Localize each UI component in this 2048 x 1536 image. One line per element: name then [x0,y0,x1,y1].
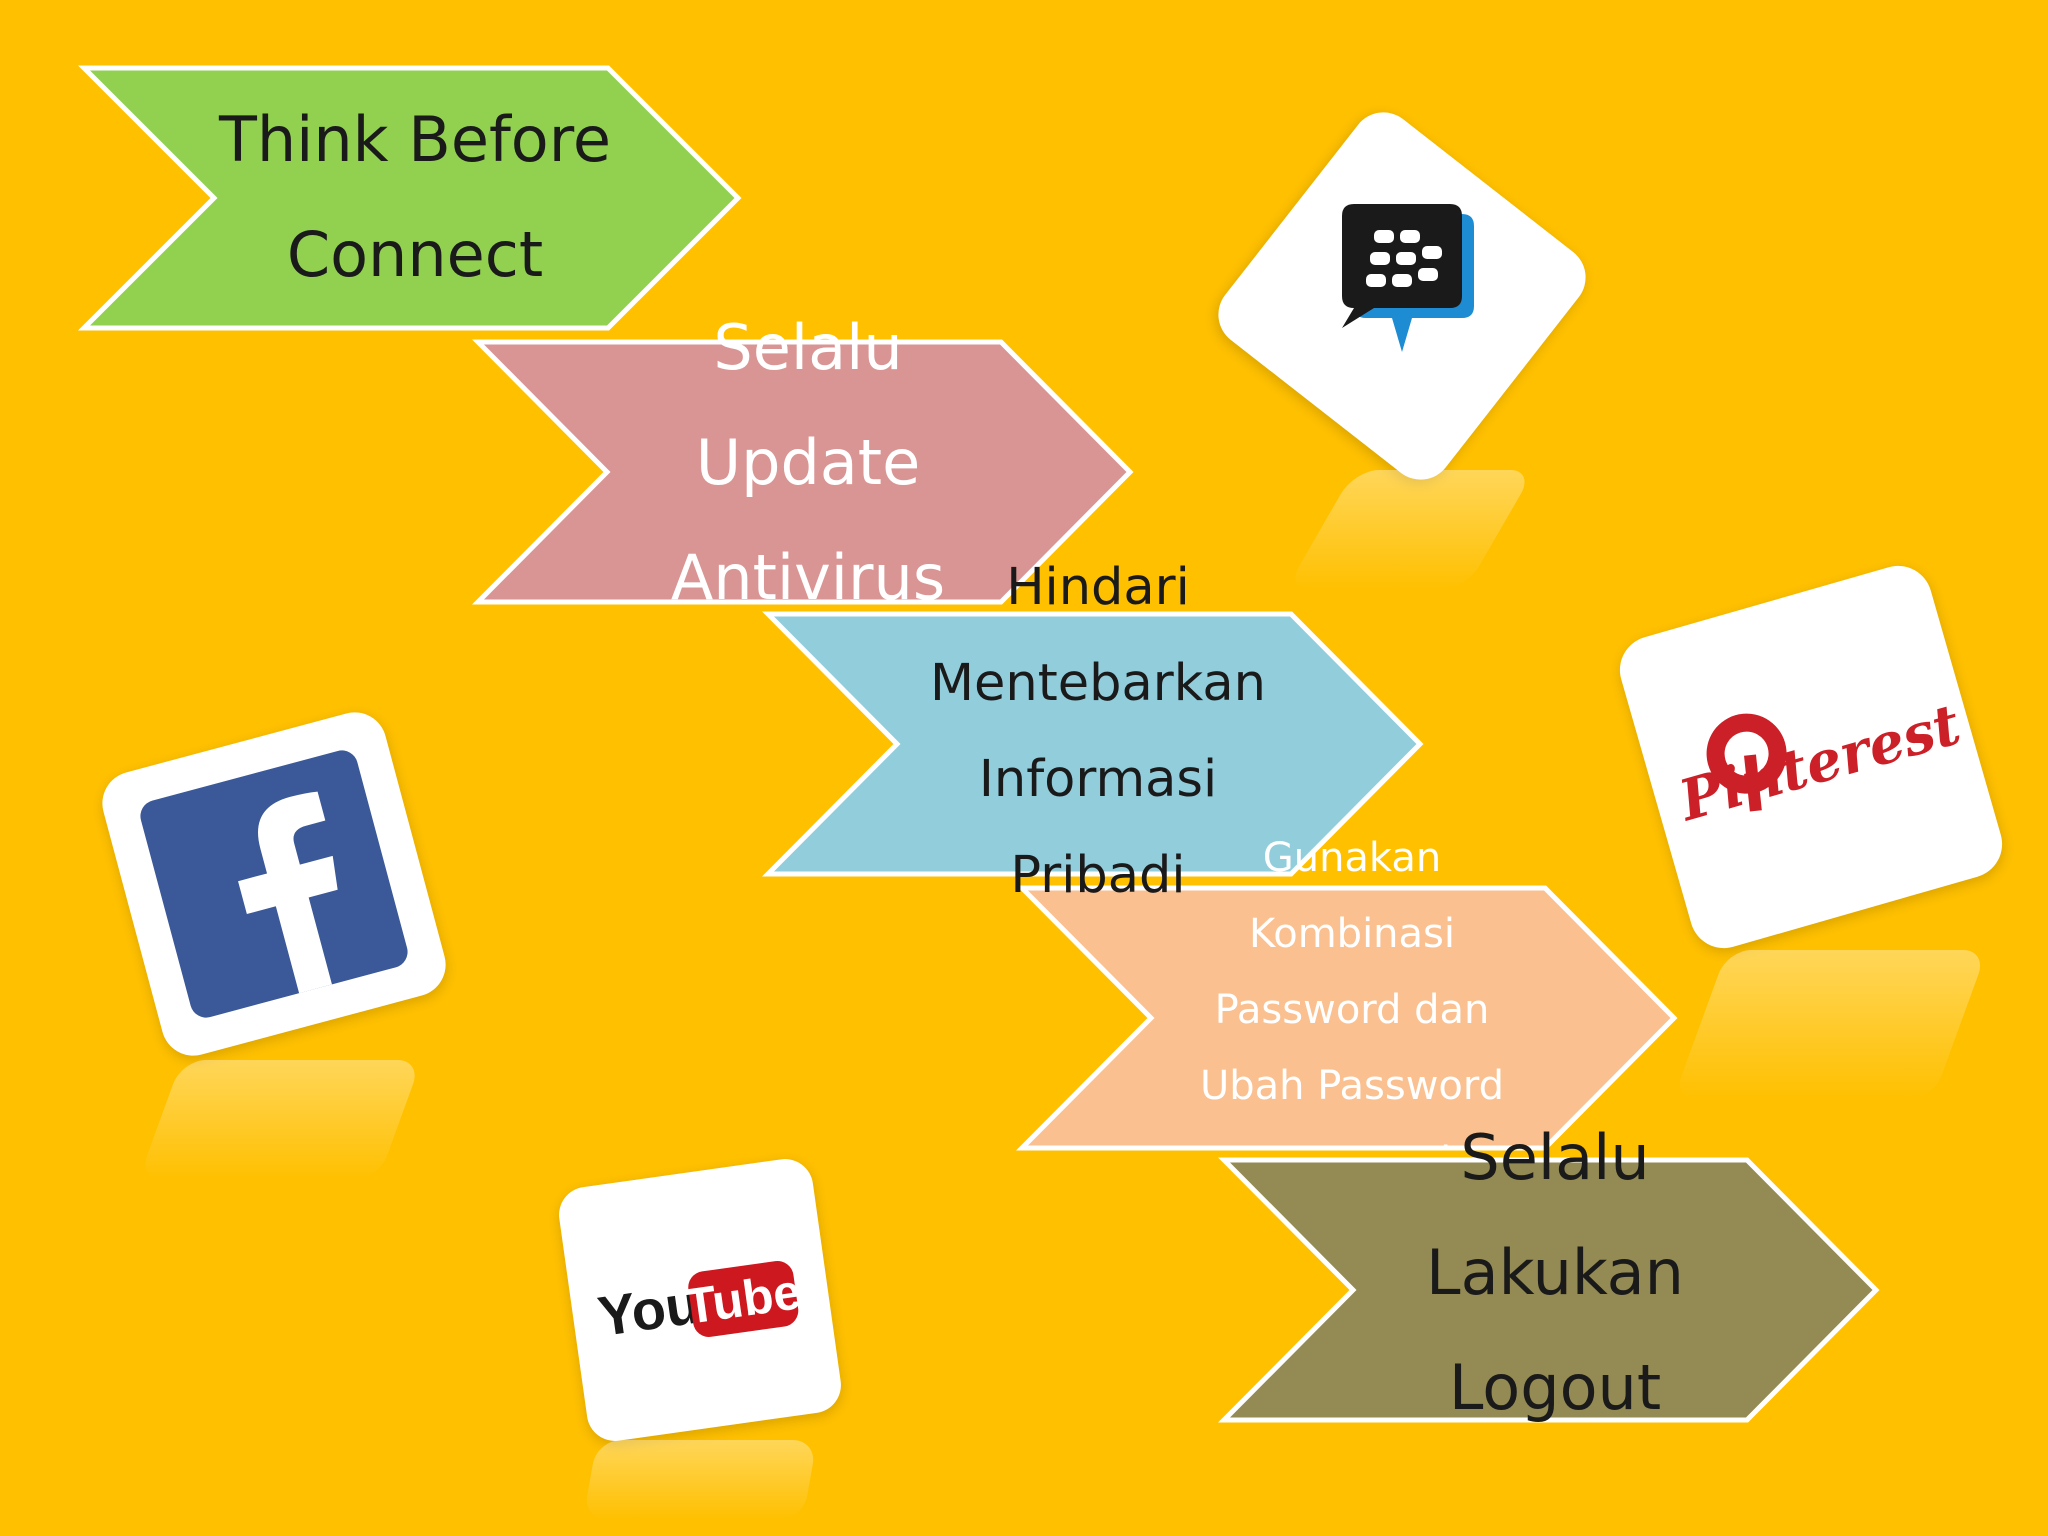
facebook-icon [95,705,453,1063]
step-4-label: Gunakan Kombinasi Password dan Ubah Pass… [1199,835,1505,1150]
step-4-chevron [1015,885,1678,1151]
step-2-chevron [471,339,1134,605]
blackberry-messenger-icon [1205,99,1599,493]
pinterest-icon: Pinterest [1611,557,2011,957]
step-2-label: Selalu Update Antivirus [670,311,946,614]
step-3-chevron [761,611,1424,877]
step-5-label: Selalu Lakukan Logout [1426,1121,1684,1424]
svg-text:You: You [594,1271,703,1348]
step-5-chevron [1217,1157,1880,1423]
step-1-chevron [77,65,742,331]
step-1-label: Think Before Connect [218,103,611,291]
youtube-icon: You Tube [555,1155,845,1445]
step-3-label: Hindari Mentebarkan Informasi Pribadi [930,558,1266,905]
svg-text:Pinterest: Pinterest [1670,691,1967,834]
